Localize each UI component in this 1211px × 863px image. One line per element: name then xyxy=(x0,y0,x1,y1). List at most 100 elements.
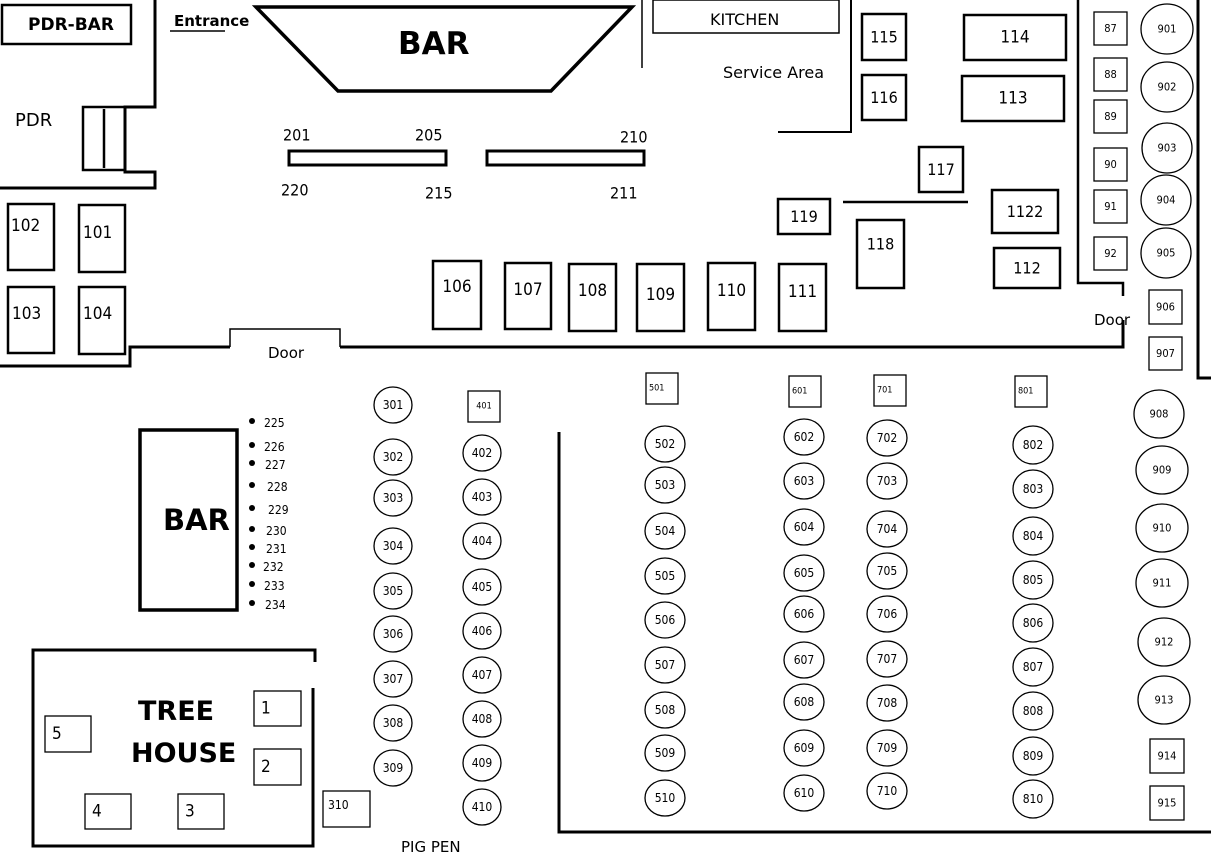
table-603[interactable]: 603 xyxy=(783,462,825,500)
table-907[interactable]: 907 xyxy=(1148,336,1183,371)
table-905[interactable]: 905 xyxy=(1140,227,1192,279)
table-310[interactable]: 310 xyxy=(322,790,371,828)
table-110[interactable]: 110 xyxy=(706,261,757,332)
table-111[interactable]: 111 xyxy=(777,262,828,333)
table-1[interactable]: 1 xyxy=(253,690,302,727)
table-902[interactable]: 902 xyxy=(1140,61,1194,113)
table-303[interactable]: 303 xyxy=(373,479,413,517)
table-707[interactable]: 707 xyxy=(866,640,908,678)
table-115[interactable]: 115 xyxy=(860,12,908,62)
table-101[interactable]: 101 xyxy=(77,203,127,274)
table-408[interactable]: 408 xyxy=(462,700,502,738)
table-302[interactable]: 302 xyxy=(373,438,413,476)
table-607[interactable]: 607 xyxy=(783,641,825,679)
table-912[interactable]: 912 xyxy=(1137,617,1191,667)
table-91[interactable]: 91 xyxy=(1093,189,1128,224)
table-705[interactable]: 705 xyxy=(866,552,908,590)
table-810[interactable]: 810 xyxy=(1012,779,1054,819)
table-510[interactable]: 510 xyxy=(644,779,686,817)
table-4[interactable]: 4 xyxy=(84,793,132,830)
table-501[interactable]: 501 xyxy=(645,372,679,405)
table-703[interactable]: 703 xyxy=(866,462,908,500)
table-506[interactable]: 506 xyxy=(644,601,686,639)
table-708[interactable]: 708 xyxy=(866,684,908,722)
table-410[interactable]: 410 xyxy=(462,788,502,826)
table-307[interactable]: 307 xyxy=(373,660,413,698)
table-910[interactable]: 910 xyxy=(1135,503,1189,553)
table-808[interactable]: 808 xyxy=(1012,691,1054,731)
table-102[interactable]: 102 xyxy=(6,202,56,272)
table-106[interactable]: 106 xyxy=(431,259,483,331)
table-908[interactable]: 908 xyxy=(1133,389,1185,439)
table-609[interactable]: 609 xyxy=(783,729,825,767)
table-92[interactable]: 92 xyxy=(1093,236,1128,271)
table-301[interactable]: 301 xyxy=(373,386,413,424)
table-5[interactable]: 5 xyxy=(44,715,92,753)
table-904[interactable]: 904 xyxy=(1140,174,1192,226)
table-909[interactable]: 909 xyxy=(1135,445,1189,495)
table-502[interactable]: 502 xyxy=(644,425,686,463)
table-118[interactable]: 118 xyxy=(855,218,906,290)
table-107[interactable]: 107 xyxy=(503,261,553,331)
table-906[interactable]: 906 xyxy=(1148,289,1183,325)
table-601[interactable]: 601 xyxy=(788,375,822,408)
table-405[interactable]: 405 xyxy=(462,568,502,606)
table-913[interactable]: 913 xyxy=(1137,675,1191,725)
table-406[interactable]: 406 xyxy=(462,612,502,650)
table-114[interactable]: 114 xyxy=(962,13,1068,62)
table-509[interactable]: 509 xyxy=(644,734,686,772)
table-2[interactable]: 2 xyxy=(253,748,302,786)
table-504[interactable]: 504 xyxy=(644,512,686,550)
table-1122[interactable]: 1122 xyxy=(990,188,1060,235)
table-503[interactable]: 503 xyxy=(644,466,686,504)
table-88[interactable]: 88 xyxy=(1093,57,1128,92)
table-702[interactable]: 702 xyxy=(866,419,908,457)
table-108[interactable]: 108 xyxy=(567,262,618,333)
table-305[interactable]: 305 xyxy=(373,572,413,610)
table-507[interactable]: 507 xyxy=(644,646,686,684)
table-404[interactable]: 404 xyxy=(462,522,502,560)
table-805[interactable]: 805 xyxy=(1012,560,1054,600)
table-801[interactable]: 801 xyxy=(1014,375,1048,408)
table-109[interactable]: 109 xyxy=(635,262,686,333)
table-901[interactable]: 901 xyxy=(1140,3,1194,55)
table-809[interactable]: 809 xyxy=(1012,736,1054,776)
table-914[interactable]: 914 xyxy=(1149,738,1185,774)
table-803[interactable]: 803 xyxy=(1012,469,1054,509)
table-806[interactable]: 806 xyxy=(1012,603,1054,643)
table-911[interactable]: 911 xyxy=(1135,558,1189,608)
table-802[interactable]: 802 xyxy=(1012,425,1054,465)
table-119[interactable]: 119 xyxy=(776,197,832,236)
table-401[interactable]: 401 xyxy=(467,390,501,423)
table-602[interactable]: 602 xyxy=(783,418,825,456)
table-308[interactable]: 308 xyxy=(373,704,413,742)
table-508[interactable]: 508 xyxy=(644,691,686,729)
table-606[interactable]: 606 xyxy=(783,595,825,633)
table-89[interactable]: 89 xyxy=(1093,99,1128,134)
table-610[interactable]: 610 xyxy=(783,774,825,812)
table-505[interactable]: 505 xyxy=(644,557,686,595)
table-709[interactable]: 709 xyxy=(866,729,908,767)
table-605[interactable]: 605 xyxy=(783,554,825,592)
table-306[interactable]: 306 xyxy=(373,615,413,653)
table-403[interactable]: 403 xyxy=(462,478,502,516)
table-104[interactable]: 104 xyxy=(77,285,127,356)
table-402[interactable]: 402 xyxy=(462,434,502,472)
table-116[interactable]: 116 xyxy=(860,73,908,122)
table-604[interactable]: 604 xyxy=(783,508,825,546)
table-701[interactable]: 701 xyxy=(873,374,907,407)
table-304[interactable]: 304 xyxy=(373,527,413,565)
table-407[interactable]: 407 xyxy=(462,656,502,694)
table-915[interactable]: 915 xyxy=(1149,785,1185,821)
table-112[interactable]: 112 xyxy=(992,246,1062,290)
table-807[interactable]: 807 xyxy=(1012,647,1054,687)
table-117[interactable]: 117 xyxy=(917,145,965,194)
table-608[interactable]: 608 xyxy=(783,683,825,721)
table-706[interactable]: 706 xyxy=(866,595,908,633)
table-409[interactable]: 409 xyxy=(462,744,502,782)
table-3[interactable]: 3 xyxy=(177,793,225,830)
table-103[interactable]: 103 xyxy=(6,285,56,355)
table-704[interactable]: 704 xyxy=(866,510,908,548)
table-903[interactable]: 903 xyxy=(1141,122,1193,174)
table-804[interactable]: 804 xyxy=(1012,516,1054,556)
